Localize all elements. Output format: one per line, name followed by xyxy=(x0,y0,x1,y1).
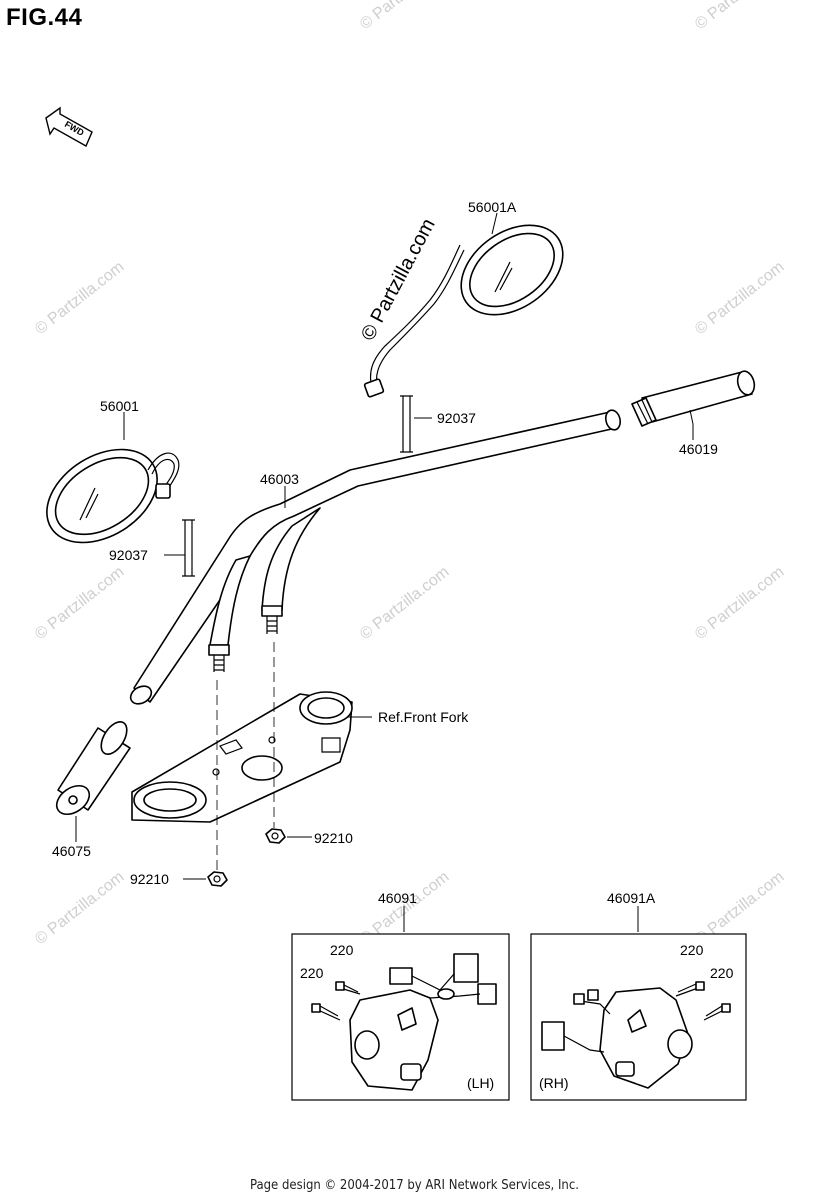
label-92210-right: 92210 xyxy=(314,830,353,846)
label-220: 220 xyxy=(710,965,734,981)
page-footer: Page design © 2004-2017 by ARI Network S… xyxy=(250,1178,579,1193)
label-46091: 46091 xyxy=(378,890,417,906)
label-rh: (RH) xyxy=(539,1075,569,1091)
center-watermark: © Partzilla.com xyxy=(357,215,440,344)
watermark: © Partzilla.com xyxy=(692,563,787,643)
label-46075: 46075 xyxy=(52,843,91,859)
clamp-right xyxy=(400,395,413,453)
label-56001a: 56001A xyxy=(468,199,517,215)
label-46019: 46019 xyxy=(679,441,718,457)
left-grip xyxy=(55,721,131,816)
switch-box-lh xyxy=(291,933,510,1101)
label-lh: (LH) xyxy=(467,1075,494,1091)
figure-title: FIG.44 xyxy=(6,4,83,31)
front-fork-clamp xyxy=(131,691,353,823)
label-220: 220 xyxy=(680,942,704,958)
label-92037-right: 92037 xyxy=(437,410,476,426)
watermark: © Partzilla.com xyxy=(357,0,452,33)
leader-lines xyxy=(75,212,694,932)
watermark: © Partzilla.com xyxy=(692,258,787,338)
label-220: 220 xyxy=(300,965,324,981)
part-labels: 56001A 56001 92037 92037 46019 46003 460… xyxy=(52,199,734,1091)
label-46003: 46003 xyxy=(260,471,299,487)
switch-box-rh xyxy=(530,933,747,1101)
assembly-guides xyxy=(216,642,275,872)
nut-left xyxy=(207,871,228,887)
watermark: © Partzilla.com xyxy=(32,868,127,948)
right-mirror xyxy=(363,224,564,398)
label-92210-left: 92210 xyxy=(130,871,169,887)
label-front-fork-ref: Ref.Front Fork xyxy=(378,709,469,725)
watermark: © Partzilla.com xyxy=(692,0,787,33)
label-46091a: 46091A xyxy=(607,890,656,906)
left-mirror xyxy=(46,448,180,544)
right-grip xyxy=(631,370,756,427)
label-220: 220 xyxy=(330,942,354,958)
watermark: © Partzilla.com xyxy=(32,563,127,643)
fwd-arrow-icon: FWD xyxy=(45,106,93,147)
label-56001: 56001 xyxy=(100,398,139,414)
watermark: © Partzilla.com xyxy=(357,563,452,643)
nut-right xyxy=(265,828,286,844)
label-92037-left: 92037 xyxy=(109,547,148,563)
watermark: © Partzilla.com xyxy=(32,258,127,338)
handlebar xyxy=(129,409,622,705)
clamp-left xyxy=(182,519,195,577)
